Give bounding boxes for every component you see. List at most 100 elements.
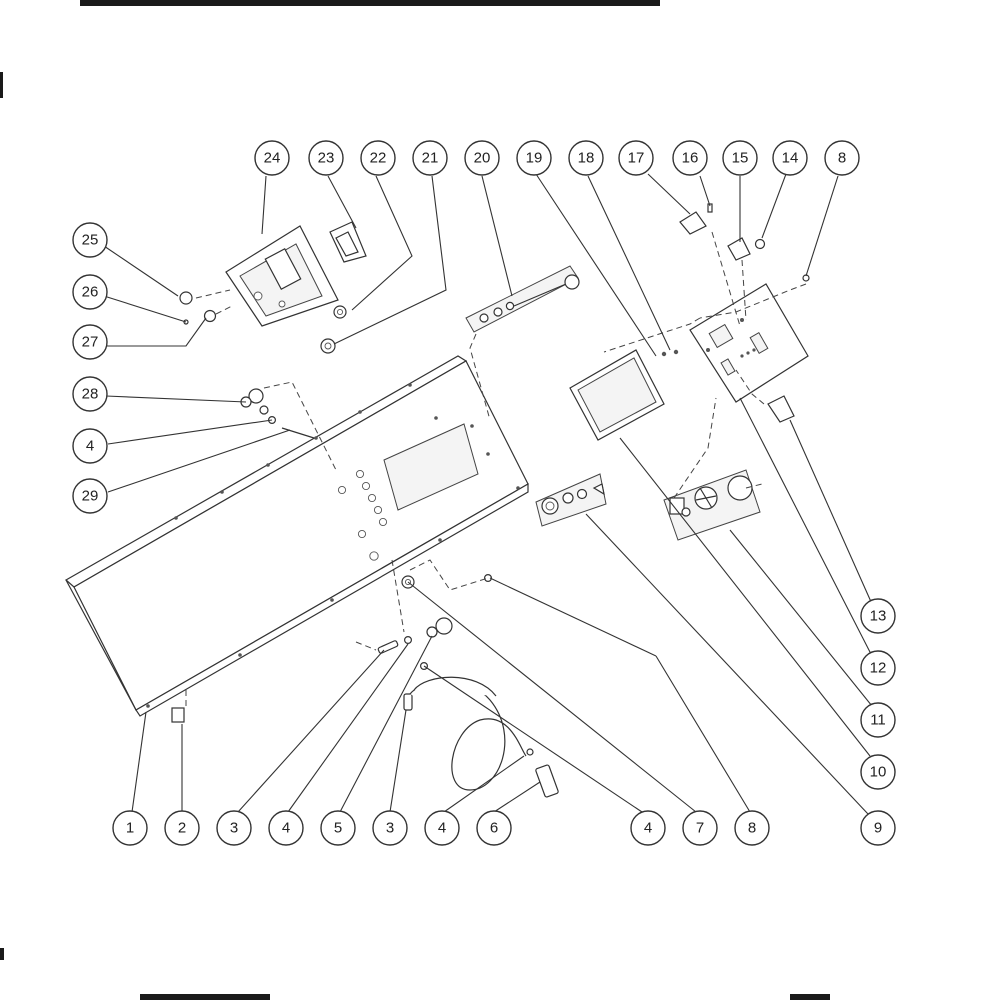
callout-circle [164,810,200,846]
callout-label: 15 [732,150,749,167]
callout-label: 24 [264,150,281,167]
callout-label: 23 [318,150,335,167]
callout-label: 8 [748,820,756,837]
callout-label: 25 [82,232,99,249]
callout-label: 13 [870,608,887,625]
callout-label: 5 [334,820,342,837]
callout-label: 4 [282,820,290,837]
callout-circle [372,810,408,846]
callout-label: 4 [86,438,94,455]
callout-label: 9 [874,820,882,837]
cropped-footer-remnant [140,994,270,1000]
callout-12: 12 [860,650,896,686]
callout-circle [254,140,290,176]
callout-circle [72,222,108,258]
callout-label: 11 [870,712,886,729]
callout-1: 1 [112,810,148,846]
button-holes [337,469,388,561]
callout-26: 26 [72,274,108,310]
callout-14: 14 [772,140,808,176]
callout-28: 28 [72,376,108,412]
callout-circle [72,428,108,464]
callout-label: 29 [82,488,99,505]
callout-circle [734,810,770,846]
callout-label: 21 [422,150,439,167]
callout-circle [216,810,252,846]
callout-label: 3 [230,820,238,837]
callout-6: 6 [476,810,512,846]
callout-circle [860,754,896,790]
callout-19: 19 [516,140,552,176]
callout-circle [672,140,708,176]
callout-label: 28 [82,386,99,403]
callout-circle [412,140,448,176]
callout-label: 8 [838,150,846,167]
gauge-subplate [663,397,763,541]
panel-holes [146,383,520,708]
callout-7: 7 [682,810,718,846]
callout-15: 15 [722,140,758,176]
callout-10: 10 [860,754,896,790]
callout-8: 8 [734,810,770,846]
callout-circle [516,140,552,176]
callout-4: 4 [72,428,108,464]
callout-21: 21 [412,140,448,176]
callout-label: 26 [82,284,99,301]
callout-27: 27 [72,324,108,360]
callout-17: 17 [618,140,654,176]
callout-11: 11 [860,702,896,738]
circuit-board [603,231,809,403]
callout-circle [860,810,896,846]
callout-20: 20 [464,140,500,176]
callout-circle [360,140,396,176]
callout-label: 4 [644,820,652,837]
callout-circle [772,140,808,176]
callout-label: 20 [474,150,491,167]
callout-label: 19 [526,150,543,167]
callout-label: 27 [82,334,99,351]
callout-4: 4 [630,810,666,846]
callout-circle [860,650,896,686]
cropped-margin-mark-left [0,72,3,98]
knob-rod-assembly [465,265,580,421]
callout-circle [568,140,604,176]
leader-lines [103,173,873,815]
callout-circle [308,140,344,176]
callout-circle [630,810,666,846]
cropped-footer-remnant-right [790,994,830,1000]
cropped-header-remnant [80,0,660,6]
callout-circle [476,810,512,846]
bottom-parts [171,559,559,798]
callout-circle [72,324,108,360]
callout-3: 3 [216,810,252,846]
callout-label: 16 [682,150,699,167]
main-panel [64,355,529,717]
callout-5: 5 [320,810,356,846]
callout-16: 16 [672,140,708,176]
callout-4: 4 [268,810,304,846]
callout-label: 6 [490,820,498,837]
callout-circle [682,810,718,846]
callout-label: 2 [178,820,186,837]
callout-circle [72,376,108,412]
callout-label: 10 [870,764,887,781]
callout-circle [722,140,758,176]
callout-label: 3 [386,820,394,837]
callout-4: 4 [424,810,460,846]
callout-24: 24 [254,140,290,176]
callout-label: 7 [696,820,704,837]
callout-label: 12 [870,660,887,677]
callout-label: 22 [370,150,387,167]
callout-circle [464,140,500,176]
right-fitting-assembly [535,473,607,527]
callout-circle [824,140,860,176]
top-right-small-parts [679,203,810,282]
callout-label: 17 [628,150,645,167]
callout-25: 25 [72,222,108,258]
callout-circle [112,810,148,846]
callout-29: 29 [72,478,108,514]
callout-13: 13 [860,598,896,634]
rear-bracket-assembly [179,221,367,354]
callout-circle [72,478,108,514]
